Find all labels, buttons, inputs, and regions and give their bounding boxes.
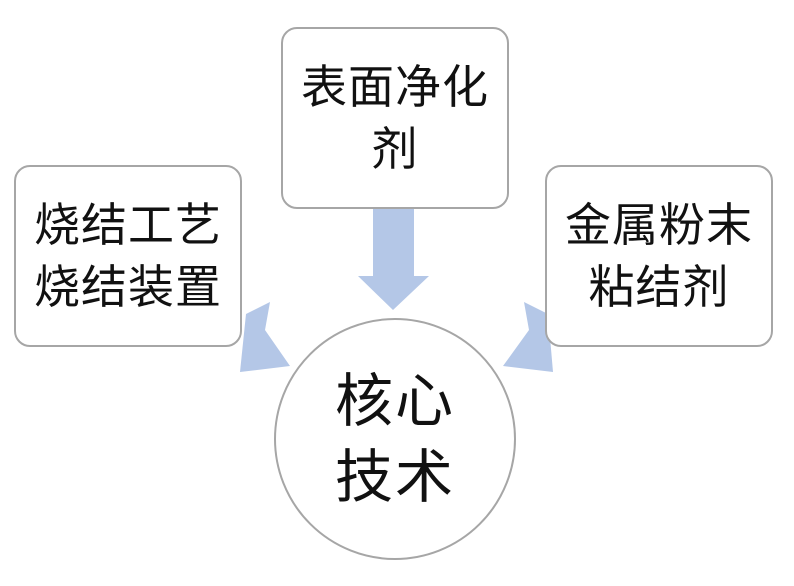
arrow-down-right-icon <box>240 302 290 372</box>
surface-cleaner-box: 表面净化 剂 <box>281 27 509 209</box>
core-technology-circle: 核心 技术 <box>274 318 516 560</box>
sintering-process-label: 烧结工艺 <box>34 198 222 252</box>
metal-powder-binder-box: 金属粉末 粘结剂 <box>545 165 773 347</box>
core-label: 核心 <box>334 367 455 435</box>
surface-cleaner-line-1: 表面净化 <box>301 60 489 114</box>
arrow-down-icon <box>358 207 429 310</box>
binder-label: 粘结剂 <box>588 260 730 314</box>
sintering-device-label: 烧结装置 <box>34 260 222 314</box>
sintering-box: 烧结工艺 烧结装置 <box>14 165 242 347</box>
metal-powder-label: 金属粉末 <box>565 198 753 252</box>
technology-label: 技术 <box>334 443 455 511</box>
surface-cleaner-line-2: 剂 <box>371 122 419 176</box>
arrow-down-left-icon <box>503 302 553 372</box>
